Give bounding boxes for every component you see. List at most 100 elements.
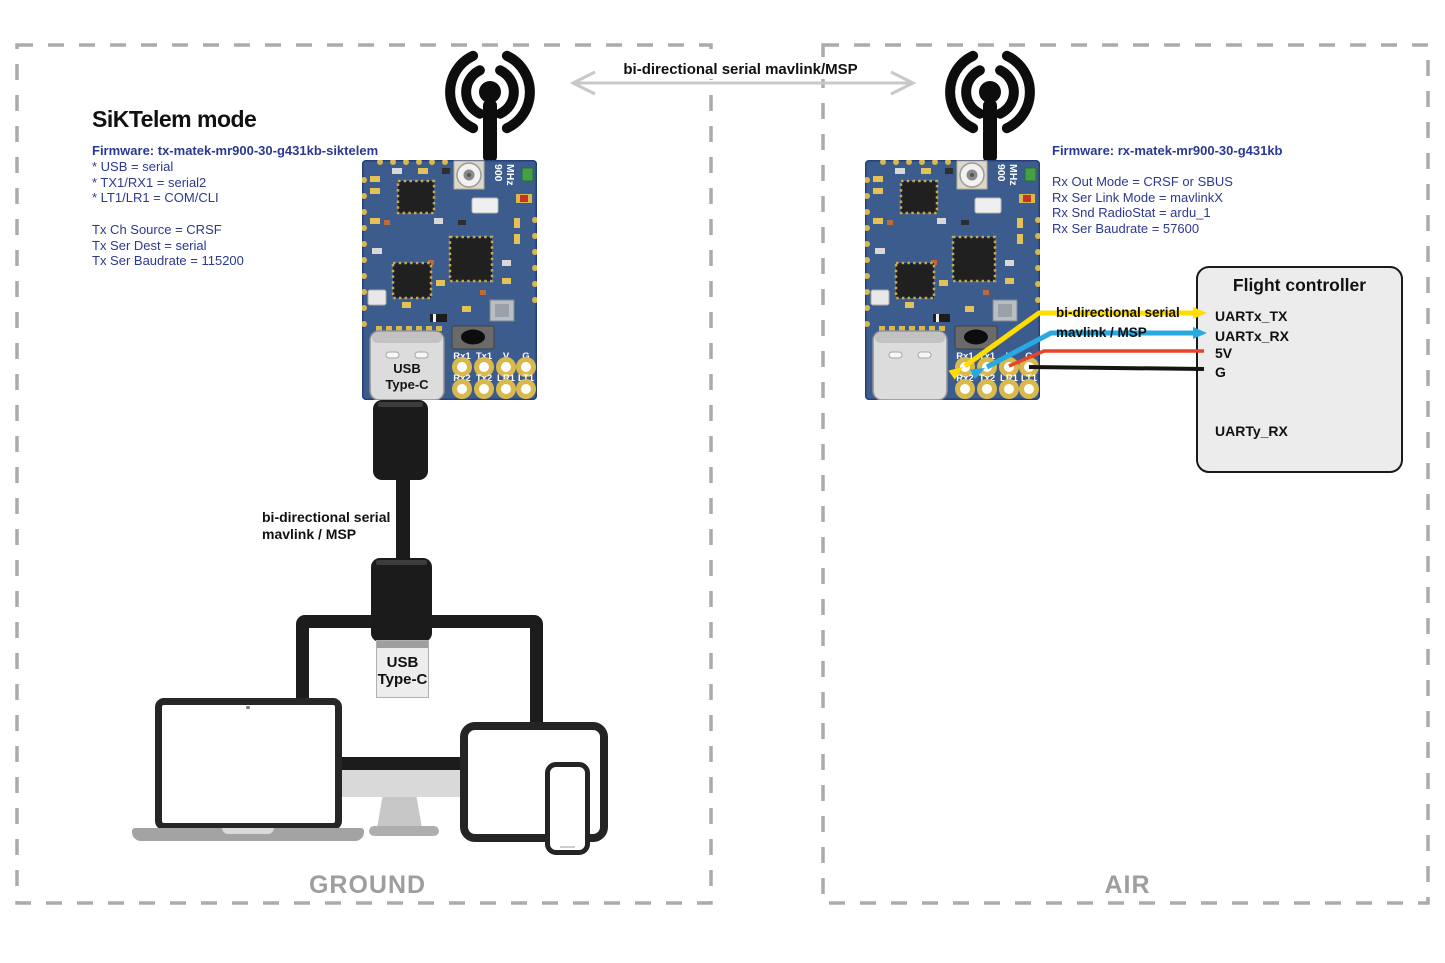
smd-components xyxy=(370,168,520,312)
rx-settings: Rx Out Mode = CRSF or SBUS Rx Ser Link M… xyxy=(1052,174,1233,236)
fc-port-g: G xyxy=(1215,364,1226,380)
setting-line: Rx Ser Baudrate = 57600 xyxy=(1052,220,1200,236)
pin-label: Rx2 xyxy=(956,373,973,384)
pin-label: G xyxy=(522,351,529,362)
wire-tx-arrow-icon xyxy=(1193,307,1207,319)
ic-chip xyxy=(899,179,939,215)
castellation-pads xyxy=(865,160,1040,327)
usb-plug-bottom xyxy=(371,558,432,642)
smd-components xyxy=(873,168,1023,312)
tx-firmware: Firmware: tx-matek-mr900-30-g431kb-sikte… xyxy=(92,143,379,158)
arrow-right-icon xyxy=(890,70,917,96)
setting-line: Rx Ser Link Mode = mavlinkX xyxy=(1052,189,1223,205)
setting-line: * USB = serial xyxy=(92,159,174,174)
monitor-base xyxy=(369,826,439,836)
tx-port-settings: * USB = serial * TX1/RX1 = serial2 * LT1… xyxy=(92,159,219,206)
wire-rx-arrow-icon xyxy=(1193,327,1207,339)
wire-tx-yellow xyxy=(963,310,1201,369)
pin-label: Rx2 xyxy=(453,373,470,384)
air-zone-label: AIR xyxy=(1104,871,1151,899)
smartphone xyxy=(545,762,590,855)
pad-g xyxy=(516,357,536,377)
antenna-icon xyxy=(445,50,535,162)
antenna-icon xyxy=(945,50,1035,162)
mcu-chip xyxy=(951,235,997,283)
pad-lt1 xyxy=(1019,379,1039,399)
usb-plug-label-line1: USB xyxy=(386,654,419,671)
tx-serial-settings: Tx Ch Source = CRSF Tx Ser Dest = serial… xyxy=(92,222,244,269)
oscillator xyxy=(870,289,890,306)
freq-unit-label: MHz xyxy=(504,164,516,186)
rf-chip xyxy=(894,261,936,300)
oscillator xyxy=(367,289,387,306)
pad-rx2 xyxy=(955,379,975,399)
usb-c-connector xyxy=(369,326,445,400)
mcu-chip xyxy=(448,235,494,283)
fc-port-uartx-rx: UARTx_RX xyxy=(1215,328,1289,344)
pad-v xyxy=(496,357,516,377)
ground-cable-label: bi-directional serial mavlink / MSP xyxy=(262,509,391,542)
monitor-stand xyxy=(377,797,422,828)
wire-rx-blue xyxy=(985,330,1201,370)
pin-label: LT1 xyxy=(1021,373,1038,384)
air-wire-label-line1: bi-directional serial xyxy=(1056,305,1180,320)
setting-line: Tx Ser Baudrate = 115200 xyxy=(92,253,244,269)
pin-label: Rx1 xyxy=(956,351,974,362)
pad-tx1 xyxy=(474,357,494,377)
ground-zone-label: GROUND xyxy=(308,871,427,899)
usb-type-c-label: Type-C xyxy=(385,377,429,392)
usb-plug-top xyxy=(373,400,428,480)
wire-gnd-black xyxy=(1028,365,1205,371)
green-led xyxy=(521,167,534,182)
pad-lt1 xyxy=(516,379,536,399)
flight-controller-title: Flight controller xyxy=(1232,275,1367,295)
rf-chip xyxy=(391,261,433,300)
freq-label: 900 xyxy=(492,164,504,182)
radio-link-arrow xyxy=(569,70,917,96)
setting-line: Rx Snd RadioStat = ardu_1 xyxy=(1052,205,1211,221)
pin-label: LT1 xyxy=(518,373,535,384)
wire-tx-pad-arrow-icon xyxy=(948,367,963,380)
setting-line: * LT1/LR1 = COM/CLI xyxy=(92,190,219,206)
freq-unit-label: MHz xyxy=(1007,164,1019,186)
fc-port-uarty-rx: UARTy_RX xyxy=(1215,423,1288,439)
ufl-pin-center xyxy=(467,173,471,177)
radio-link-label: bi-directional serial mavlink/MSP xyxy=(604,60,877,79)
setting-line: Rx Out Mode = CRSF or SBUS xyxy=(1052,174,1233,189)
white-component xyxy=(974,197,1002,214)
pin-label: Tx1 xyxy=(979,351,996,362)
breakout-pads: Rx1 Tx1 V G Rx2 Tx2 LR1 LT1 xyxy=(452,351,536,399)
pin-label: LR1 xyxy=(497,373,516,384)
air-wire-label-line2: mavlink / MSP xyxy=(1056,325,1147,340)
pin-label: Tx2 xyxy=(476,373,492,384)
pin-label: Tx2 xyxy=(979,373,995,384)
usb-plug-label-line2: Type-C xyxy=(377,671,428,688)
green-led xyxy=(1024,167,1037,182)
diode xyxy=(933,314,950,322)
setting-line: Tx Ch Source = CRSF xyxy=(92,222,222,237)
ic-chip xyxy=(396,179,436,215)
usb-cable xyxy=(396,478,410,562)
pad-lr1 xyxy=(999,379,1019,399)
pin-label: LR1 xyxy=(1000,373,1019,384)
setting-line: * TX1/RX1 = serial2 xyxy=(92,174,207,190)
mode-title: SiKTelem mode xyxy=(92,106,257,132)
freq-label: 900 xyxy=(995,164,1007,182)
tx-module-board: 900 MHz USB Type-C Rx1 Tx1 V G xyxy=(362,160,537,400)
fc-port-uartx-tx: UARTx_TX xyxy=(1215,308,1288,324)
diode xyxy=(430,314,447,322)
castellation-pads xyxy=(362,160,537,327)
flight-controller-box: Flight controller UARTx_TX UARTx_RX 5V G… xyxy=(1196,266,1403,473)
ground-zone-border xyxy=(15,43,713,905)
usb-c-connector xyxy=(872,326,948,400)
usb-type-c-label: USB xyxy=(393,361,420,376)
arrow-left-icon xyxy=(569,70,596,96)
red-led-center xyxy=(520,195,528,202)
pin-label: Rx1 xyxy=(453,351,471,362)
laptop-screen xyxy=(155,698,342,830)
air-zone-border xyxy=(821,43,1430,905)
red-led-center xyxy=(1023,195,1031,202)
setting-line: Tx Ser Dest = serial xyxy=(92,237,207,253)
